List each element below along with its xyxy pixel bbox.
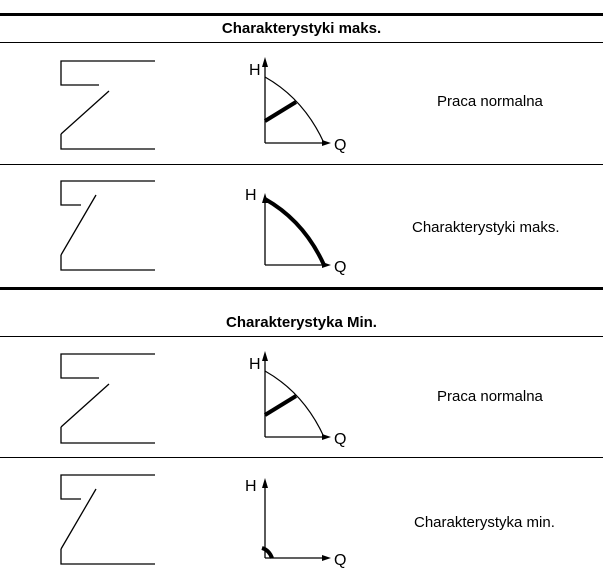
row-divider <box>0 457 603 458</box>
mode-label: Charakterystyka min. <box>414 514 555 531</box>
axis-q-label: Q <box>334 259 346 276</box>
row-normal-operation-1: H Q Praca normalna <box>0 43 603 163</box>
pump-curve-max-icon: H Q <box>245 187 346 276</box>
section-2-header-rule <box>0 336 603 337</box>
mode-label: Charakterystyki maks. <box>412 219 560 236</box>
axis-q-label: Q <box>334 137 346 154</box>
mode-label: Praca normalna <box>437 93 543 110</box>
section-1-top-rule <box>0 13 603 16</box>
section-2-title: Charakterystyka Min. <box>226 314 377 331</box>
section-2-top-rule <box>0 287 603 290</box>
axis-h-label: H <box>249 62 261 79</box>
pump-curve-min-icon: H Q <box>245 478 346 569</box>
switch-position-max-icon <box>60 180 155 271</box>
pump-curve-normal-icon: H Q <box>249 351 346 448</box>
row-max-curve: H Q Charakterystyki maks. <box>0 165 603 280</box>
switch-position-normal-icon <box>60 353 155 444</box>
row-divider <box>0 164 603 165</box>
row-min-curve: H Q Charakterystyka min. <box>0 458 603 575</box>
section-1-header-rule <box>0 42 603 43</box>
axis-h-label: H <box>249 356 261 373</box>
axis-q-label: Q <box>334 431 346 448</box>
switch-position-normal-icon <box>60 60 155 150</box>
switch-position-min-icon <box>60 474 155 565</box>
pump-curve-normal-icon: H Q <box>249 57 346 154</box>
section-1-title: Charakterystyki maks. <box>221 20 382 37</box>
mode-label: Praca normalna <box>437 388 543 405</box>
row-normal-operation-2: H Q Praca normalna <box>0 337 603 455</box>
axis-q-label: Q <box>334 552 346 569</box>
axis-h-label: H <box>245 478 257 495</box>
axis-h-label: H <box>245 187 257 204</box>
